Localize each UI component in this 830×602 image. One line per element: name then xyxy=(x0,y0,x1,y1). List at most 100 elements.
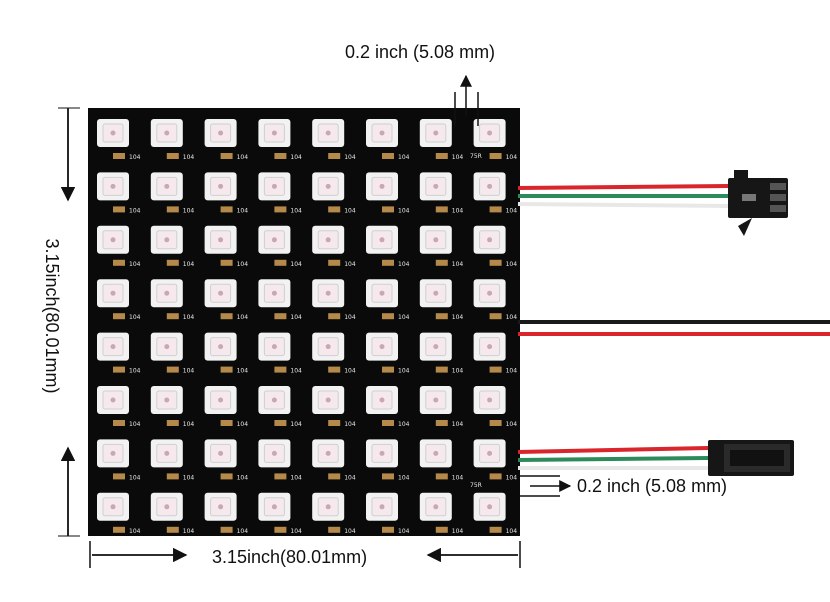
led-die xyxy=(433,397,439,403)
led-die xyxy=(110,130,116,136)
resistor-marking: 104 xyxy=(237,154,249,161)
pcb-board xyxy=(88,108,520,536)
capacitor xyxy=(435,420,448,426)
resistor-marking: 104 xyxy=(129,528,141,535)
power-cable xyxy=(518,320,830,336)
led-cell: 104 xyxy=(150,439,195,481)
capacitor xyxy=(328,526,341,533)
led-cell: 104 xyxy=(97,492,141,535)
led-die xyxy=(218,397,224,403)
capacitor xyxy=(489,206,502,213)
resistor-marking: 104 xyxy=(129,314,141,321)
led-die xyxy=(325,397,331,403)
led-cell: 104 xyxy=(204,279,248,321)
capacitor xyxy=(220,473,233,480)
led-cell: 104 xyxy=(312,119,356,161)
led-cell: 104 xyxy=(258,332,302,375)
led-die xyxy=(433,344,439,350)
led-die xyxy=(271,344,277,350)
led-die xyxy=(218,237,224,243)
wire-green xyxy=(517,456,709,462)
capacitor xyxy=(328,153,341,159)
resistor-marking: 104 xyxy=(237,261,249,268)
capacitor xyxy=(220,259,233,266)
capacitor xyxy=(113,259,125,266)
led-die xyxy=(379,450,385,456)
resistor-marking: 104 xyxy=(506,421,518,428)
resistor-marking: 104 xyxy=(183,474,195,481)
led-cell: 104 xyxy=(366,439,410,481)
resistor-marking: 104 xyxy=(290,368,302,375)
led-die xyxy=(164,237,170,243)
led-cell: 104 xyxy=(258,492,302,535)
resistor-marking: 104 xyxy=(452,421,464,428)
led-cell: 104 xyxy=(204,119,249,161)
led-die xyxy=(325,344,331,350)
led-die xyxy=(433,450,439,456)
led-cell: 104 xyxy=(97,386,141,428)
capacitor xyxy=(274,313,287,320)
led-cell: 104 xyxy=(258,172,302,214)
capacitor xyxy=(382,420,394,426)
resistor-marking: 104 xyxy=(398,207,410,214)
led-die xyxy=(110,397,116,403)
resistor-marking: 104 xyxy=(452,261,464,268)
capacitor xyxy=(435,259,448,266)
led-die xyxy=(379,183,385,189)
resistor-marking: 104 xyxy=(398,368,410,375)
led-die xyxy=(164,183,170,189)
resistor-marking: 104 xyxy=(344,421,356,428)
led-cell: 104 xyxy=(366,225,410,268)
led-cell: 104 xyxy=(97,225,141,268)
led-cell: 104 xyxy=(97,279,141,321)
capacitor xyxy=(166,206,179,213)
capacitor xyxy=(113,206,125,213)
led-die xyxy=(110,344,116,350)
resistor-marking-extra: 75R xyxy=(470,153,482,160)
led-cell: 104 xyxy=(204,332,249,375)
capacitor xyxy=(220,313,233,320)
capacitor xyxy=(435,153,448,159)
capacitor xyxy=(166,153,179,159)
led-cell: 104 xyxy=(150,172,194,214)
resistor-marking: 104 xyxy=(183,421,195,428)
capacitor xyxy=(328,366,341,373)
capacitor xyxy=(113,420,125,426)
resistor-marking: 104 xyxy=(183,261,195,268)
capacitor xyxy=(328,420,341,426)
bottom-connector xyxy=(708,440,794,476)
led-cell: 104 xyxy=(366,386,410,428)
capacitor xyxy=(489,526,502,533)
led-cell: 104 xyxy=(419,492,463,535)
led-cell: 104 xyxy=(419,119,463,161)
led-cell: 104 xyxy=(204,439,248,481)
led-cell: 104 xyxy=(312,225,356,268)
resistor-marking: 104 xyxy=(398,421,410,428)
width-dimension xyxy=(89,541,521,568)
bottom-cable xyxy=(517,446,709,470)
resistor-marking: 104 xyxy=(237,368,249,375)
led-die xyxy=(110,504,116,510)
resistor-marking: 104 xyxy=(344,207,356,214)
capacitor xyxy=(274,473,287,480)
led-die xyxy=(325,290,331,296)
led-cell: 104 xyxy=(258,225,302,268)
resistor-marking: 104 xyxy=(506,368,518,375)
led-cell: 104 xyxy=(204,492,248,535)
led-cell: 104 xyxy=(419,439,463,481)
led-die xyxy=(271,237,277,243)
wire-red xyxy=(517,184,729,190)
led-cell: 104 xyxy=(312,439,356,481)
capacitor xyxy=(382,153,394,159)
resistor-marking: 104 xyxy=(290,154,302,161)
capacitor xyxy=(274,259,287,266)
led-die xyxy=(218,450,224,456)
led-cell: 104 xyxy=(473,119,517,161)
top-cable xyxy=(517,184,729,208)
capacitor xyxy=(382,259,394,266)
led-cell: 104 xyxy=(419,225,464,268)
led-die xyxy=(433,504,439,510)
resistor-marking: 104 xyxy=(398,528,410,535)
led-die xyxy=(487,450,493,456)
capacitor xyxy=(220,206,233,213)
